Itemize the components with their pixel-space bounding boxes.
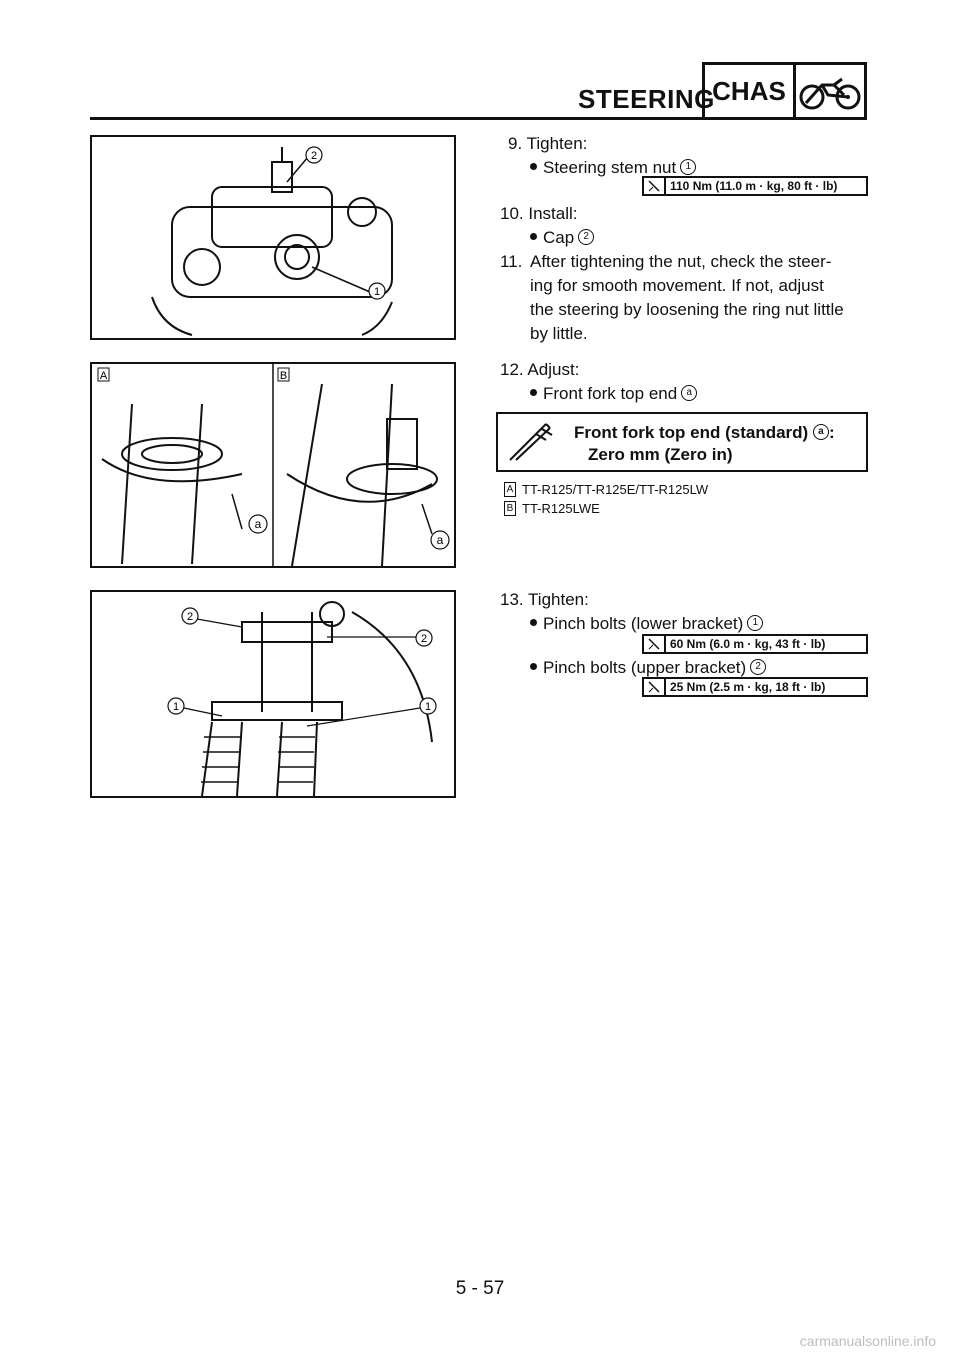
page-number: 5 - 57 — [455, 1278, 505, 1299]
section-title: STEERING — [578, 84, 715, 114]
figure-fork-top-end: A B a a — [90, 362, 456, 568]
torque-wrench-icon — [644, 178, 666, 194]
torque-spec-lower-bracket: 60 Nm (6.0 m · kg, 43 ft · lb) — [642, 634, 868, 654]
section-tab: CHAS — [702, 62, 867, 120]
fig3-callout-1-left: 1 — [173, 701, 179, 713]
bullet-icon — [530, 663, 537, 671]
watermark[interactable]: carmanualsonline.info — [799, 1333, 936, 1349]
section-code: CHAS — [705, 65, 796, 117]
step-11-text: After tightening the nut, check the stee… — [530, 252, 844, 343]
header-rule — [90, 117, 702, 120]
step-12-label: 12. Adjust: — [500, 360, 580, 379]
step-13-item-2: Pinch bolts (upper bracket)2 — [530, 656, 767, 680]
callout-2: 2 — [578, 228, 595, 245]
step-11-label: 11. — [500, 252, 523, 271]
callout-2: 2 — [750, 658, 767, 675]
fig3-callout-2-right: 2 — [421, 633, 427, 645]
fig1-callout-1: 1 — [374, 286, 380, 298]
torque-wrench-icon — [644, 636, 666, 652]
spec-box-fork-top: Front fork top end (standard) a: Zero mm… — [496, 412, 868, 472]
bullet-icon — [530, 163, 537, 171]
bullet-icon — [530, 389, 537, 397]
torque-wrench-icon — [644, 679, 666, 695]
bullet-icon — [530, 619, 537, 627]
motorcycle-icon — [796, 65, 864, 117]
callout-1: 1 — [747, 614, 764, 631]
fig1-callout-2: 2 — [311, 150, 317, 162]
fig2-callout-a-right: a — [437, 533, 444, 547]
callout-1: 1 — [680, 158, 697, 175]
fig2-label-b: B — [280, 370, 287, 382]
torque-spec-steering-nut: 110 Nm (11.0 m · kg, 80 ft · lb) — [642, 176, 868, 196]
step-9-label: 9. Tighten: — [508, 134, 588, 153]
spec-callout-a: a — [812, 423, 829, 440]
fig2-label-a: A — [100, 370, 108, 382]
bullet-icon — [530, 233, 537, 241]
step-13-label: 13. Tighten: — [500, 590, 589, 609]
callout-a: a — [681, 384, 698, 401]
fig2-callout-a-left: a — [255, 517, 262, 531]
fig3-callout-1-right: 1 — [425, 701, 431, 713]
torque-spec-upper-bracket: 25 Nm (2.5 m · kg, 18 ft · lb) — [642, 677, 868, 697]
step-10-label: 10. Install: — [500, 204, 578, 223]
step-13-item-1: Pinch bolts (lower bracket)1 — [530, 612, 764, 636]
caliper-icon — [498, 414, 566, 470]
figure-pinch-bolts: 2 2 1 1 — [90, 590, 456, 798]
fig3-callout-2-left: 2 — [187, 611, 193, 623]
figure-steering-stem-nut: 2 1 — [90, 135, 456, 340]
